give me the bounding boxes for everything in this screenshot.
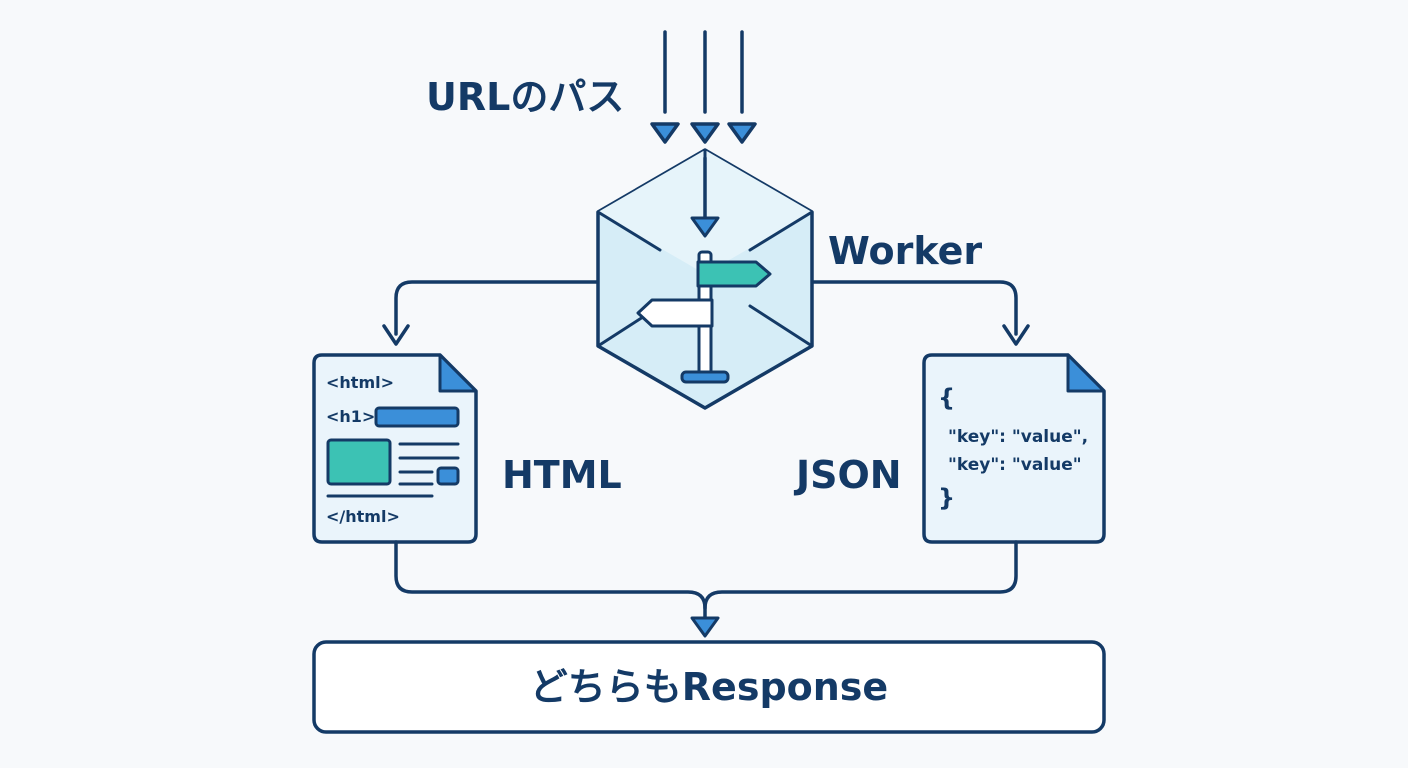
html-h1-bar [374, 406, 460, 428]
json-doc-fold [1066, 353, 1106, 393]
branch-lines [382, 280, 1030, 346]
url-path-label: URLのパス [426, 75, 624, 119]
merge-arrowhead [690, 616, 720, 638]
json-close-brace: } [938, 484, 955, 512]
incoming-arrowhead-right [727, 122, 757, 144]
html-line-close: </html> [326, 507, 400, 526]
branch-right-arrowhead [1002, 324, 1030, 346]
merge-right-line [703, 540, 1018, 610]
worker-label: Worker [828, 229, 982, 273]
cube-edge-2 [748, 210, 814, 252]
response-box [312, 640, 1106, 734]
cube-inner-arrowhead [690, 216, 720, 238]
response-label: どちらもResponse [530, 665, 888, 709]
cube-edge-5 [748, 304, 814, 348]
html-small-block [436, 466, 460, 486]
html-document: <html> <h1> </html> [312, 353, 478, 544]
html-image-block [326, 438, 392, 486]
worker-cube [596, 148, 814, 410]
html-doc-fold [438, 353, 478, 393]
signpost-left-sign [636, 298, 714, 328]
cube-edge-1 [596, 210, 662, 252]
json-line-1: "key": "value", [948, 427, 1088, 447]
signpost-right-sign [696, 260, 772, 288]
json-document: { "key": "value", "key": "value" } [922, 353, 1106, 544]
merge-lines [394, 540, 1018, 622]
merge-left-line [394, 540, 707, 622]
json-open-brace: { [938, 384, 955, 412]
html-line-h1: <h1> [326, 407, 375, 426]
signpost-base [680, 370, 730, 384]
html-line-open: <html> [326, 373, 394, 392]
json-doc-page [922, 353, 1106, 544]
json-line-2: "key": "value" [948, 455, 1082, 475]
json-label: JSON [793, 453, 902, 497]
branch-left-line [394, 280, 600, 336]
incoming-arrowhead-left [650, 122, 680, 144]
signpost-icon [636, 250, 772, 384]
incoming-arrowhead-center [690, 122, 720, 144]
branch-left-arrowhead [382, 324, 410, 346]
incoming-arrows [650, 30, 757, 144]
html-label: HTML [502, 453, 622, 497]
branch-right-line [810, 280, 1018, 336]
